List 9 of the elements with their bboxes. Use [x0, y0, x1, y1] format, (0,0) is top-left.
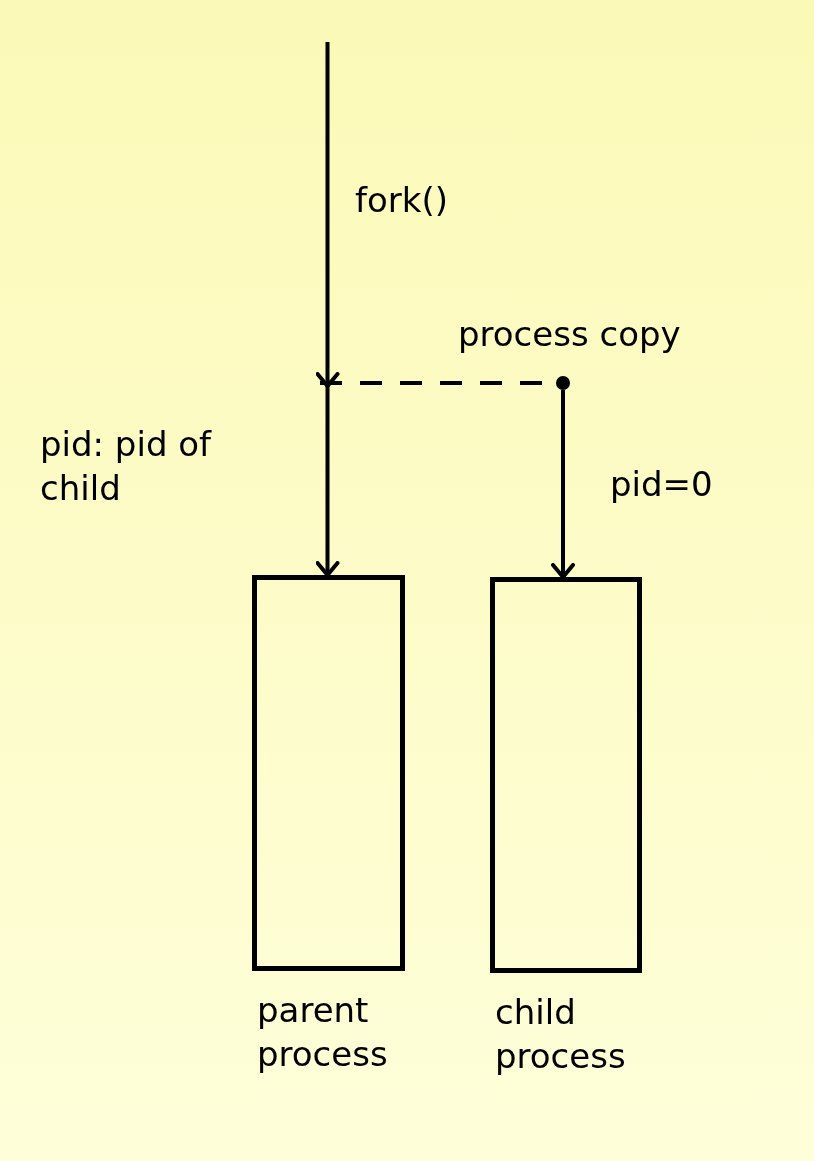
annotation-label: pid: pid of child: [40, 423, 213, 511]
junction-dot: [556, 376, 570, 390]
edge-label: pid=0: [610, 463, 713, 506]
edge-label: fork(): [355, 179, 448, 222]
process-label: child process: [495, 991, 627, 1079]
edge-label: process copy: [458, 313, 681, 356]
process-label: parent process: [257, 989, 389, 1077]
arrow: [316, 42, 340, 575]
arrow: [551, 390, 575, 579]
